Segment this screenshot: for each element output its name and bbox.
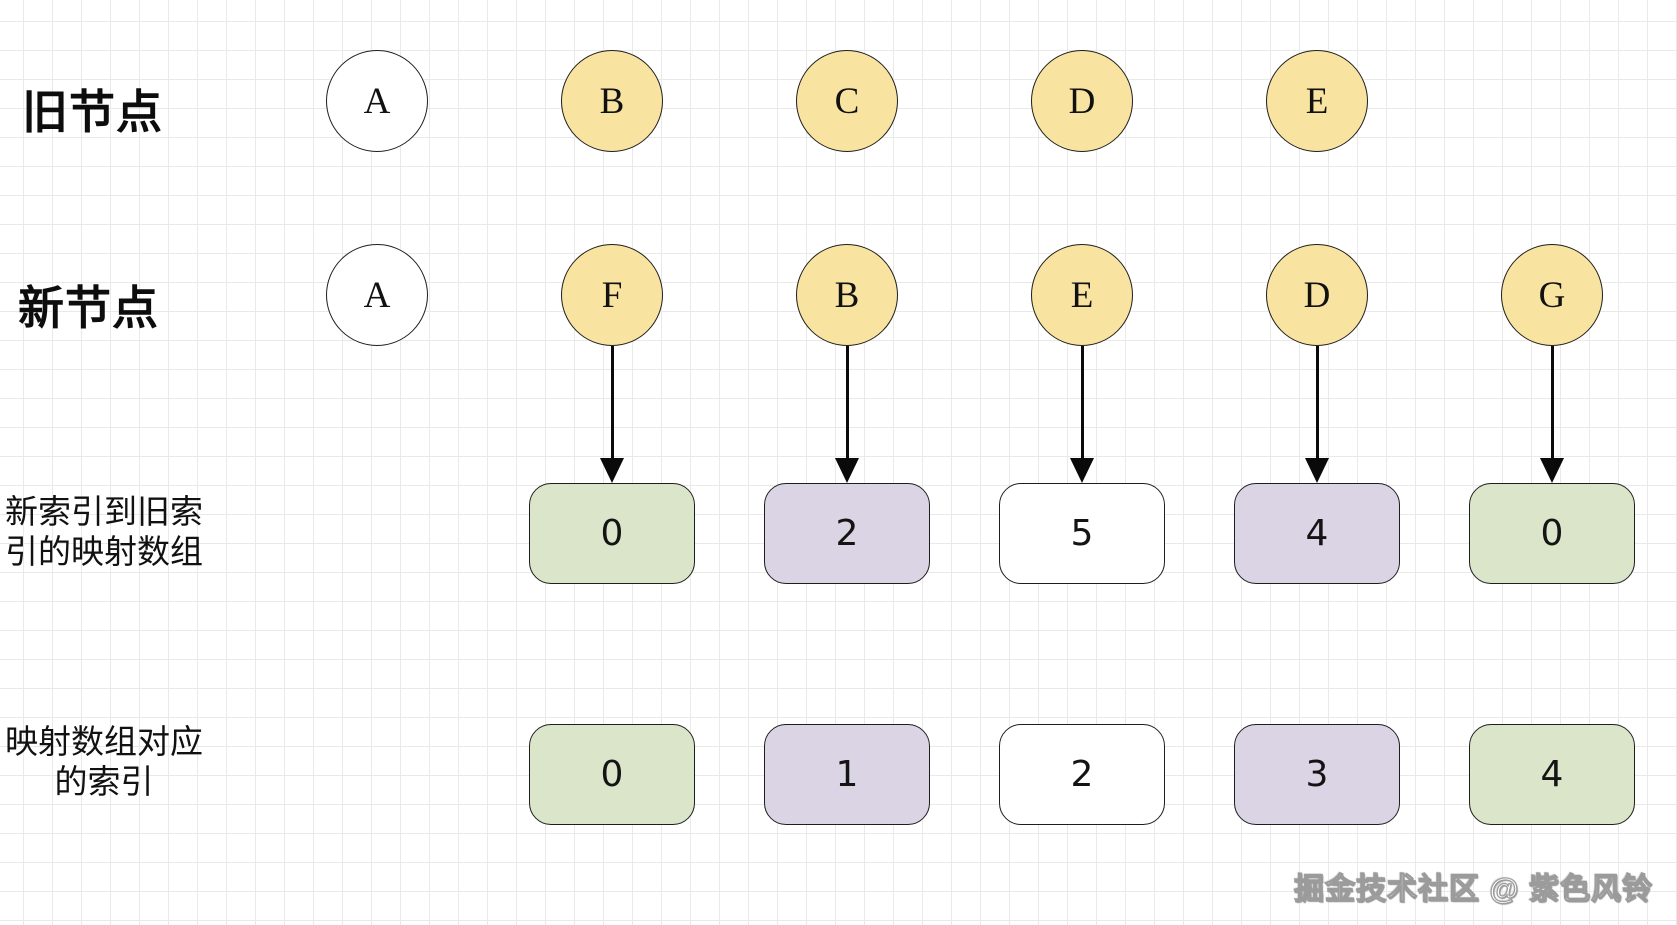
map-array-row-label-line2: 引的映射数组 <box>5 532 203 570</box>
new-node-g: G <box>1501 244 1603 346</box>
map-box-col5: 0 <box>1469 483 1635 584</box>
map-array-row-label-line1: 新索引到旧索 <box>5 493 203 530</box>
map-box-col1: 0 <box>529 483 695 584</box>
new-node-e: E <box>1031 244 1133 346</box>
index-row-label-line1: 映射数组对应 <box>5 723 203 760</box>
arrow-line-col5 <box>1550 346 1554 461</box>
old-node-c: C <box>796 50 898 152</box>
arrow-head-icon <box>1540 458 1564 483</box>
new-node-f: F <box>561 244 663 346</box>
arrow-line-col3 <box>1080 346 1084 461</box>
arrow-head-icon <box>1070 458 1094 483</box>
old-node-a: A <box>326 50 428 152</box>
old-node-b: B <box>561 50 663 152</box>
new-node-b: B <box>796 244 898 346</box>
map-box-col4: 4 <box>1234 483 1400 584</box>
arrow-line-col1 <box>610 346 614 461</box>
index-row-label-line2: 的索引 <box>54 762 154 800</box>
arrow-line-col2 <box>845 346 849 461</box>
index-box-col3: 2 <box>999 724 1165 825</box>
arrow-head-icon <box>600 458 624 483</box>
arrow-head-icon <box>835 458 859 483</box>
watermark: 掘金技术社区 @ 紫色风铃 <box>1293 872 1653 906</box>
index-box-col1: 0 <box>529 724 695 825</box>
old-node-e: E <box>1266 50 1368 152</box>
index-row-label: 映射数组对应 的索引 <box>4 722 204 801</box>
new-nodes-row-label: 新节点 <box>18 282 159 334</box>
old-node-d: D <box>1031 50 1133 152</box>
map-array-row-label: 新索引到旧索 引的映射数组 <box>4 492 204 571</box>
arrow-line-col4 <box>1315 346 1319 461</box>
index-box-col2: 1 <box>764 724 930 825</box>
map-box-col2: 2 <box>764 483 930 584</box>
map-box-col3: 5 <box>999 483 1165 584</box>
new-node-a: A <box>326 244 428 346</box>
index-box-col5: 4 <box>1469 724 1635 825</box>
arrow-head-icon <box>1305 458 1329 483</box>
index-box-col4: 3 <box>1234 724 1400 825</box>
new-node-d: D <box>1266 244 1368 346</box>
old-nodes-row-label: 旧节点 <box>22 86 163 138</box>
